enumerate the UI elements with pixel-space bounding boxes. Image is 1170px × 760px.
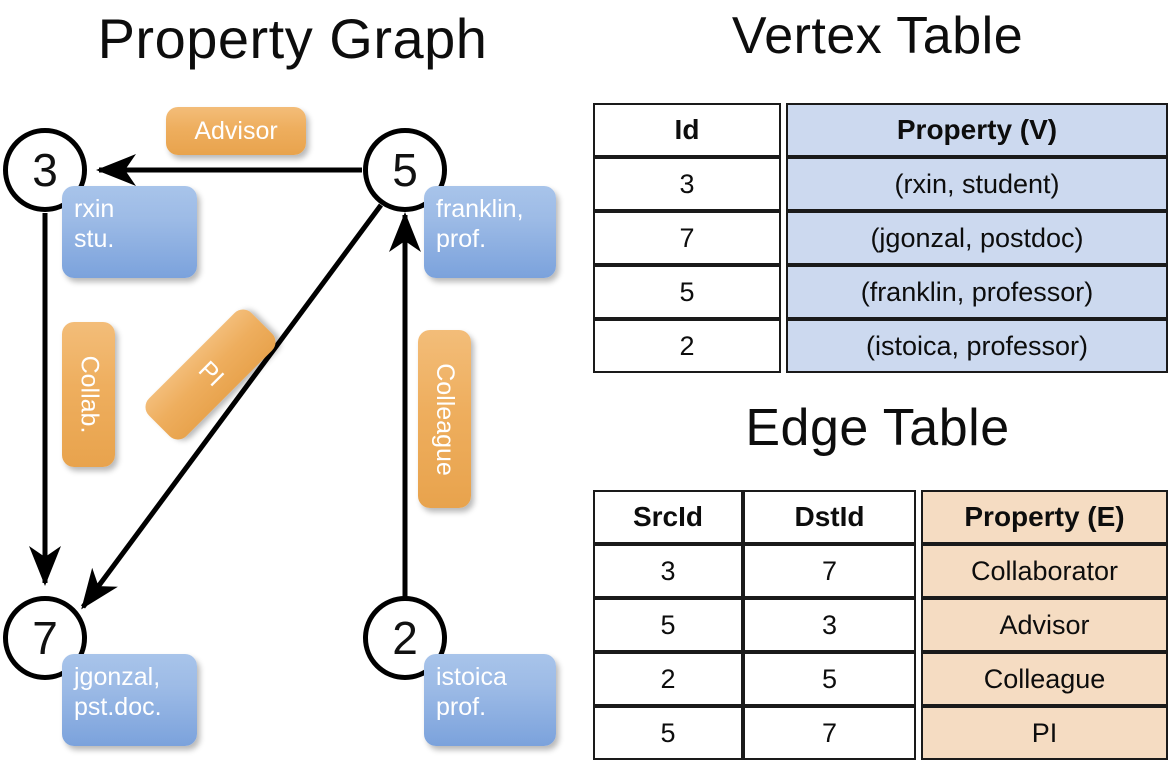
- edge-table-header-row: SrcId DstId Property (E): [593, 490, 1168, 544]
- vertex-cell-property: (rxin, student): [786, 157, 1168, 211]
- edge-cell-property: Advisor: [921, 598, 1168, 652]
- edge-cell-dstid: 7: [743, 544, 916, 598]
- edge-label-advisor: Advisor: [166, 107, 306, 155]
- vertex-cell-property: (jgonzal, postdoc): [786, 211, 1168, 265]
- edge-label-collab-text: Collab.: [75, 355, 104, 434]
- node-property-bubble-franklin: franklin, prof.: [424, 186, 556, 278]
- graph-edges-layer: [29, 154, 421, 610]
- edge-table: SrcId DstId Property (E) 3 7 Collaborato…: [593, 490, 1168, 760]
- vertex-table-column-gap: [781, 319, 786, 373]
- edge-table-column-gap: [916, 490, 921, 544]
- vertex-cell-id: 3: [593, 157, 781, 211]
- edge-cell-srcid: 3: [593, 544, 743, 598]
- edge-table-header-srcid: SrcId: [593, 490, 743, 544]
- edge-label-colleague: Colleague: [418, 330, 471, 508]
- edge-label-colleague-text: Colleague: [431, 362, 459, 476]
- table-row[interactable]: 3 7 Collaborator: [593, 544, 1168, 598]
- edge-cell-dstid: 5: [743, 652, 916, 706]
- edge-cell-property: PI: [921, 706, 1168, 760]
- vertex-table: Id Property (V) 3 (rxin, student) 7 (jgo…: [593, 103, 1168, 373]
- edge-label-advisor-text: Advisor: [194, 116, 278, 145]
- edge-table-column-gap: [916, 598, 921, 652]
- edge-cell-property: Colleague: [921, 652, 1168, 706]
- vertex-table-column-gap: [781, 265, 786, 319]
- graph-node-5[interactable]: 5: [363, 128, 447, 212]
- node-property-bubble-rxin: rxin stu.: [62, 186, 197, 278]
- vertex-cell-id: 5: [593, 265, 781, 319]
- section-title-vertex-table: Vertex Table: [731, 7, 1024, 65]
- node-property-bubble-istoica: istoica prof.: [424, 654, 556, 746]
- table-row[interactable]: 5 (franklin, professor): [593, 265, 1168, 319]
- table-row[interactable]: 3 (rxin, student): [593, 157, 1168, 211]
- edge-table-column-gap: [916, 544, 921, 598]
- edge-cell-srcid: 5: [593, 598, 743, 652]
- edge-table-header-dstid: DstId: [743, 490, 916, 544]
- vertex-table-header-property: Property (V): [786, 103, 1168, 157]
- property-graph-diagram: 3 5 7 2 rxin stu. franklin, prof. jgonza…: [3, 107, 556, 746]
- edge-table-column-gap: [916, 652, 921, 706]
- edge-table-header-property: Property (E): [921, 490, 1168, 544]
- vertex-cell-id: 7: [593, 211, 781, 265]
- vertex-table-column-gap: [781, 211, 786, 265]
- table-row[interactable]: 5 7 PI: [593, 706, 1168, 760]
- vertex-cell-id: 2: [593, 319, 781, 373]
- edge-label-pi-text: PI: [192, 355, 230, 393]
- table-row[interactable]: 7 (jgonzal, postdoc): [593, 211, 1168, 265]
- edge-cell-srcid: 5: [593, 706, 743, 760]
- vertex-cell-property: (franklin, professor): [786, 265, 1168, 319]
- page-title-property-graph: Property Graph: [97, 7, 488, 70]
- table-row[interactable]: 2 5 Colleague: [593, 652, 1168, 706]
- edge-cell-property: Collaborator: [921, 544, 1168, 598]
- edge-label-collab: Collab.: [62, 322, 115, 467]
- graph-node-2[interactable]: 2: [363, 596, 447, 680]
- vertex-table-column-gap: [781, 103, 786, 157]
- vertex-cell-property: (istoica, professor): [786, 319, 1168, 373]
- section-title-edge-table: Edge Table: [745, 399, 1010, 457]
- edge-line-5-to-7: [80, 203, 384, 610]
- table-row[interactable]: 2 (istoica, professor): [593, 319, 1168, 373]
- edge-table-column-gap: [916, 706, 921, 760]
- vertex-table-header-id: Id: [593, 103, 781, 157]
- vertex-table-column-gap: [781, 157, 786, 211]
- node-property-bubble-jgonzal: jgonzal, pst.doc.: [62, 654, 197, 746]
- vertex-table-header-row: Id Property (V): [593, 103, 1168, 157]
- table-row[interactable]: 5 3 Advisor: [593, 598, 1168, 652]
- edge-cell-srcid: 2: [593, 652, 743, 706]
- edge-cell-dstid: 3: [743, 598, 916, 652]
- edge-cell-dstid: 7: [743, 706, 916, 760]
